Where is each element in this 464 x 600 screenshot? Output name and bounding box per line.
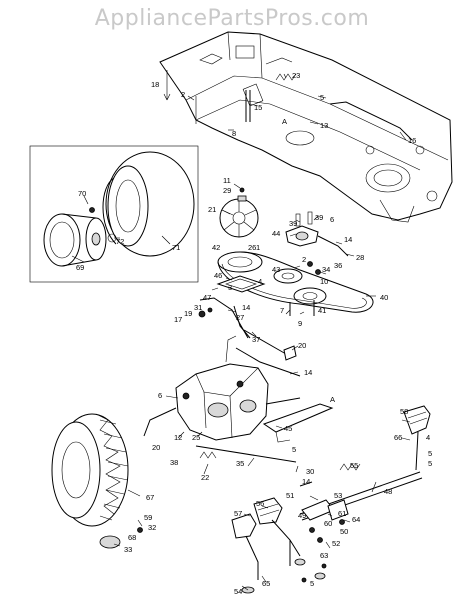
part-label: 70 [78,189,86,198]
part-label: 15 [254,103,262,112]
part-label: 21 [208,205,216,214]
part-label: 7 [280,306,284,315]
part-label: 6 [330,215,334,224]
part-label: 20 [152,443,160,452]
part-label: 50 [340,527,348,536]
part-label: 3 [228,283,232,292]
part-label: 35 [236,459,244,468]
part-label: 54 [234,587,242,596]
part-label: 5 [320,93,324,102]
transmission-assembly [143,275,334,463]
part-label: 45 [284,424,292,433]
part-label: 30 [306,467,314,476]
part-label: 72 [116,237,124,246]
part-label: 66 [394,433,402,442]
part-label: 17 [174,315,182,324]
part-label: 65 [262,579,270,588]
part-label: 9 [298,319,302,328]
part-label: 14 [344,235,352,244]
part-label: 14 [242,303,250,312]
part-label: 71 [172,243,180,252]
part-label: 13 [320,121,328,130]
part-label: 43 [272,265,280,274]
part-label: 26 [248,243,256,252]
part-label: 25 [192,433,200,442]
part-label: 27 [236,313,244,322]
part-label: 10 [320,277,328,286]
part-label: 8 [232,129,236,138]
part-label: 14 [302,477,310,486]
part-label: 60 [324,519,332,528]
part-label: 31 [194,303,202,312]
frame-assembly [159,31,453,223]
part-label: 32 [148,523,156,532]
part-label: 53 [334,491,342,500]
part-label: 20 [298,341,306,350]
part-label: 19 [184,309,192,318]
part-label: 64 [352,515,360,524]
part-label: 57 [234,509,242,518]
pedal-assembly [231,405,431,594]
part-label: 28 [356,253,364,262]
part-label: 14 [304,368,312,377]
front-wheel-detail-box [29,145,199,283]
part-label: 51 [286,491,294,500]
part-label: 59 [144,513,152,522]
part-label: 6 [158,391,162,400]
watermark: AppliancePartsPros.com [94,6,370,31]
part-label: 38 [170,458,178,467]
part-label: 68 [128,533,136,542]
part-label: 39 [315,213,323,222]
part-label: 55 [350,461,358,470]
part-label: 41 [318,306,326,315]
leader-lines [71,73,411,591]
part-label: 4 [426,433,430,442]
part-label: 34 [322,265,330,274]
part-label: 5 [310,579,314,588]
part-label: 49 [298,511,306,520]
part-label: 2 [302,255,306,264]
part-label: 4 [258,277,262,286]
part-label: 61 [338,509,346,518]
part-label: 2 [181,90,185,99]
part-label: 18 [151,80,159,89]
part-label: 33 [124,545,132,554]
part-label: 5 [292,445,296,454]
part-label: 48 [384,487,392,496]
part-label: 29 [223,186,231,195]
part-label: 11 [223,176,231,185]
part-label: 16 [408,136,416,145]
part-label: 52 [332,539,340,548]
part-label: 40 [380,293,388,302]
part-label: 5 [428,459,432,468]
part-label: 39 [289,219,297,228]
part-label: 12 [174,433,182,442]
part-label: 46 [214,271,222,280]
part-label: A [330,395,335,404]
part-label: 42 [212,243,220,252]
part-label: A [282,117,287,126]
part-label: 63 [320,551,328,560]
part-label: 56 [256,499,264,508]
part-label: 36 [334,261,342,270]
pulley-belt-assembly [217,187,374,316]
part-label: 37 [252,335,260,344]
part-label: 22 [201,473,209,482]
part-label: 23 [292,71,300,80]
part-label: 69 [76,263,84,272]
part-label: 67 [146,493,154,502]
part-label: 58 [400,407,408,416]
part-label: 47 [203,293,211,302]
part-label: 44 [272,229,280,238]
part-label: 1 [256,243,260,252]
rear-wheel [51,413,143,549]
part-label: 5 [428,449,432,458]
part-number-labels: 18 2 15 23 5 13 16 8 A 70 71 72 69 11 29… [76,71,432,596]
